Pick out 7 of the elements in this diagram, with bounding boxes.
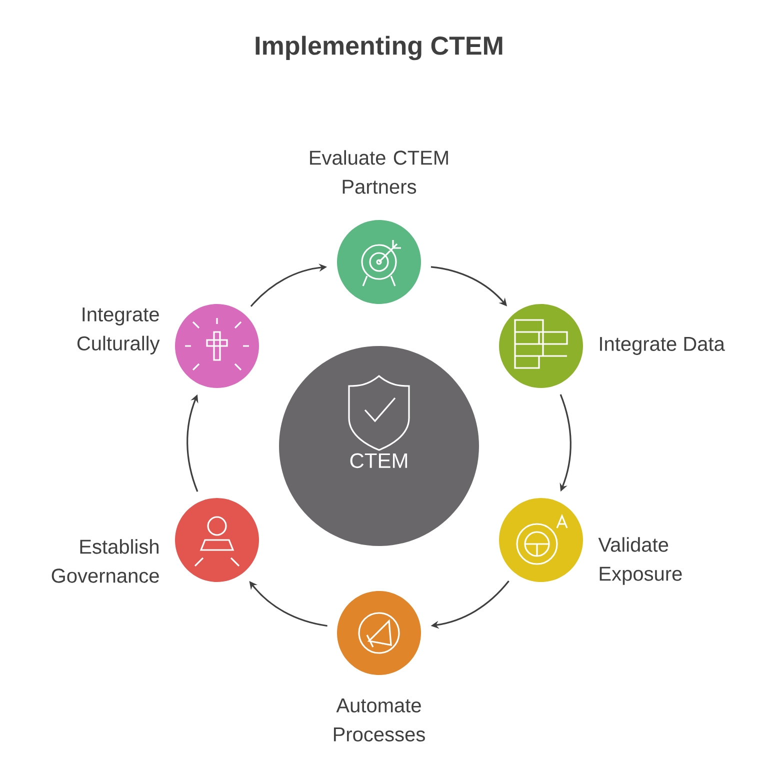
step-label: Integrate Culturally: [77, 308, 160, 354]
step-label: Validate Exposure: [598, 537, 682, 585]
title: Implementing CTEM: [256, 36, 502, 60]
step-label: Integrate Data: [600, 337, 725, 355]
step-label: Evaluate CTEM Partners: [310, 150, 448, 194]
step-label: Automate Processes: [334, 698, 425, 742]
step-label: Establish Governance: [52, 539, 159, 583]
